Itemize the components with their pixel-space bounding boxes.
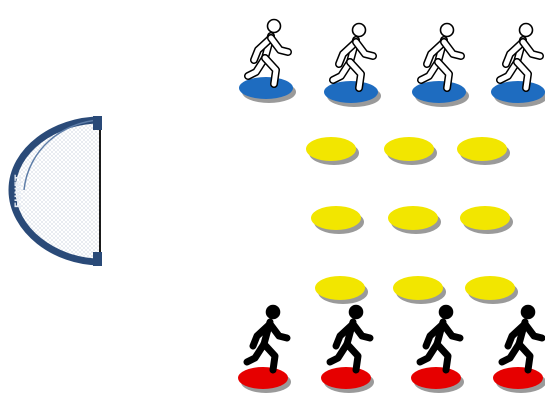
walking-person-solid-icon bbox=[416, 304, 464, 374]
goal-bracket-bottom bbox=[93, 252, 102, 266]
yellow-cone bbox=[460, 206, 510, 230]
yellow-cone bbox=[393, 276, 443, 300]
yellow-cone bbox=[306, 137, 356, 161]
goal-net-mesh bbox=[12, 120, 100, 262]
walking-person-solid-icon bbox=[326, 304, 374, 374]
yellow-cone-grid bbox=[306, 137, 518, 304]
goal-net: FUNET bbox=[8, 116, 102, 266]
red-spot bbox=[321, 367, 371, 389]
defender-row bbox=[238, 304, 545, 393]
blue-spot bbox=[324, 81, 378, 103]
yellow-cone bbox=[311, 206, 361, 230]
goal-bracket-top bbox=[93, 116, 102, 130]
walking-person-solid-icon bbox=[243, 304, 291, 374]
blue-spot bbox=[491, 81, 545, 103]
walking-person-solid-icon bbox=[498, 304, 545, 374]
walking-person-outline-icon bbox=[329, 22, 377, 92]
red-spot bbox=[493, 367, 543, 389]
goal-brand-text: FUNET bbox=[14, 174, 24, 208]
blue-spot bbox=[239, 77, 293, 99]
red-spot bbox=[238, 367, 288, 389]
attacker-row bbox=[239, 18, 545, 107]
yellow-cone bbox=[384, 137, 434, 161]
goal-frame bbox=[8, 116, 101, 266]
yellow-cone bbox=[457, 137, 507, 161]
yellow-cone bbox=[465, 276, 515, 300]
red-spot bbox=[411, 367, 461, 389]
yellow-cone bbox=[315, 276, 365, 300]
yellow-cone bbox=[388, 206, 438, 230]
blue-spot bbox=[412, 81, 466, 103]
walking-person-outline-icon bbox=[244, 18, 292, 88]
walking-person-outline-icon bbox=[417, 22, 465, 92]
walking-person-outline-icon bbox=[496, 22, 544, 92]
